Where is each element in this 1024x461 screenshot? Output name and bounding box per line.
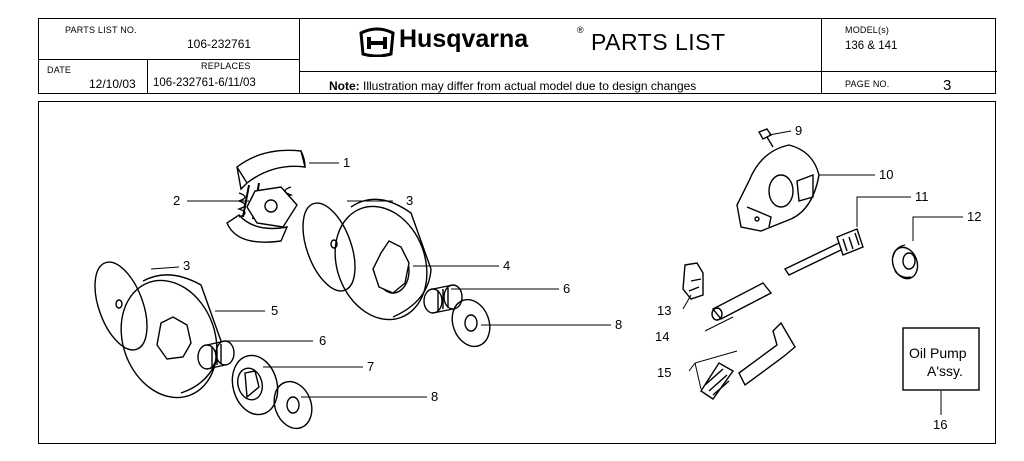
- callout-13: 13: [657, 303, 671, 318]
- oil-pump-label-line2: A'ssy.: [927, 363, 963, 379]
- callout-3-upper: 3: [406, 193, 413, 208]
- callout-7: 7: [367, 359, 374, 374]
- husqvarna-logo-icon: [359, 27, 395, 57]
- washer-lower-drawing: [94, 261, 148, 351]
- callout-1: 1: [343, 155, 350, 170]
- models-value: 136 & 141: [845, 40, 898, 52]
- note-label: Note:: [329, 79, 360, 93]
- brand-name: Husqvarna: [399, 25, 529, 53]
- callout-8-upper: 8: [615, 317, 622, 332]
- registered-mark: ®: [577, 25, 584, 35]
- pump-shaft-drawing: [783, 228, 864, 276]
- date-value: 12/10/03: [89, 77, 136, 91]
- divider: [299, 71, 821, 72]
- clutch-drum-rim-drawing: [334, 198, 432, 321]
- callout-6-lower: 6: [319, 333, 326, 348]
- document-title: PARTS LIST: [591, 29, 726, 55]
- page-no-label: PAGE NO.: [845, 79, 890, 89]
- callout-16: 16: [933, 417, 947, 432]
- rim-sprocket-drawing: [231, 354, 279, 416]
- callout-labels: 1 2 3 3 4 5 6 6 7 8 8 9 10 11 12 13 14 1…: [173, 123, 981, 432]
- oil-filter-drawing: [700, 362, 735, 400]
- needle-bearing-lower-drawing: [197, 340, 235, 370]
- callout-3-lower: 3: [183, 258, 190, 273]
- clutch-drum-spur-drawing: [120, 274, 222, 399]
- callout-8-lower: 8: [431, 389, 438, 404]
- screw-drawing: [757, 128, 774, 148]
- replaces-label: REPLACES: [201, 61, 251, 71]
- callout-15: 15: [657, 365, 671, 380]
- divider: [821, 71, 997, 72]
- replaces-value: 106-232761-6/11/03: [153, 77, 256, 89]
- callout-10: 10: [879, 167, 893, 182]
- oil-pump-assy-box: [902, 327, 980, 391]
- callout-14: 14: [655, 329, 669, 344]
- models-label: MODEL(s): [845, 25, 890, 35]
- parts-list-no: 106-232761: [187, 37, 252, 51]
- clip-drawing: [682, 262, 704, 300]
- header-table: PARTS LIST NO. 106-232761 DATE 12/10/03 …: [38, 18, 997, 94]
- date-label: DATE: [47, 65, 72, 75]
- washer-8-lower-drawing: [273, 380, 313, 430]
- oil-pipe-drawing: [711, 282, 773, 321]
- note-text: Illustration may differ from actual mode…: [359, 79, 697, 93]
- cover-drawing: [736, 144, 820, 232]
- oil-hose-drawing: [738, 321, 796, 387]
- parts-illustration-frame: 1 2 3 3 4 5 6 6 7 8 8 9 10 11 12 13 14 1…: [38, 101, 996, 444]
- clutch-shoe-assembly-drawing: [226, 149, 306, 243]
- callout-6-upper: 6: [563, 281, 570, 296]
- washer-8-upper-drawing: [451, 298, 491, 348]
- divider: [39, 59, 299, 60]
- oil-pump-label-line1: Oil Pump: [909, 345, 967, 361]
- callout-12: 12: [967, 209, 981, 224]
- leader-lines: [150, 130, 963, 415]
- needle-bearing-upper-drawing: [423, 284, 463, 314]
- callout-11: 11: [915, 189, 929, 204]
- note-line: Note: Illustration may differ from actua…: [329, 79, 696, 93]
- callout-4: 4: [503, 258, 510, 273]
- callout-5: 5: [271, 303, 278, 318]
- parts-list-no-label: PARTS LIST NO.: [65, 25, 137, 35]
- page-no: 3: [943, 77, 952, 94]
- callout-2: 2: [173, 193, 180, 208]
- worm-gear-drawing: [891, 244, 919, 280]
- callout-9: 9: [795, 123, 802, 138]
- divider: [147, 59, 148, 93]
- parts-diagram: 1 2 3 3 4 5 6 6 7 8 8 9 10 11 12 13 14 1…: [94, 123, 981, 432]
- divider: [299, 19, 300, 93]
- divider: [821, 19, 822, 93]
